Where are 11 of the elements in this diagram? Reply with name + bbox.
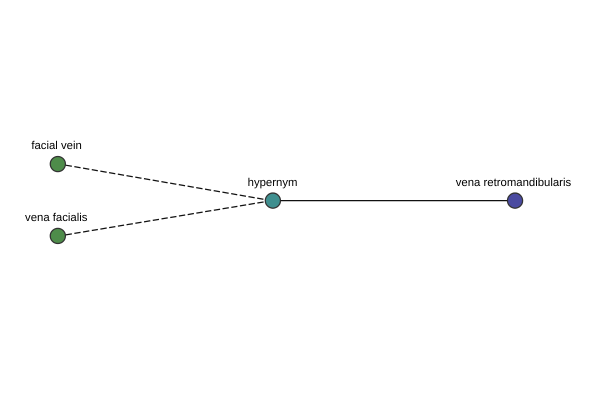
node-label: vena facialis [25, 212, 88, 224]
connector [66, 201, 266, 236]
node-circle [506, 192, 524, 209]
connector [280, 200, 508, 202]
node-label: vena retromandibularis [456, 176, 572, 189]
node-circle [264, 192, 282, 209]
connector [66, 164, 266, 200]
node-label: hypernym [248, 176, 298, 189]
node-circle [50, 156, 66, 172]
node-label: facial vein [31, 140, 82, 152]
node-circle [50, 228, 66, 244]
